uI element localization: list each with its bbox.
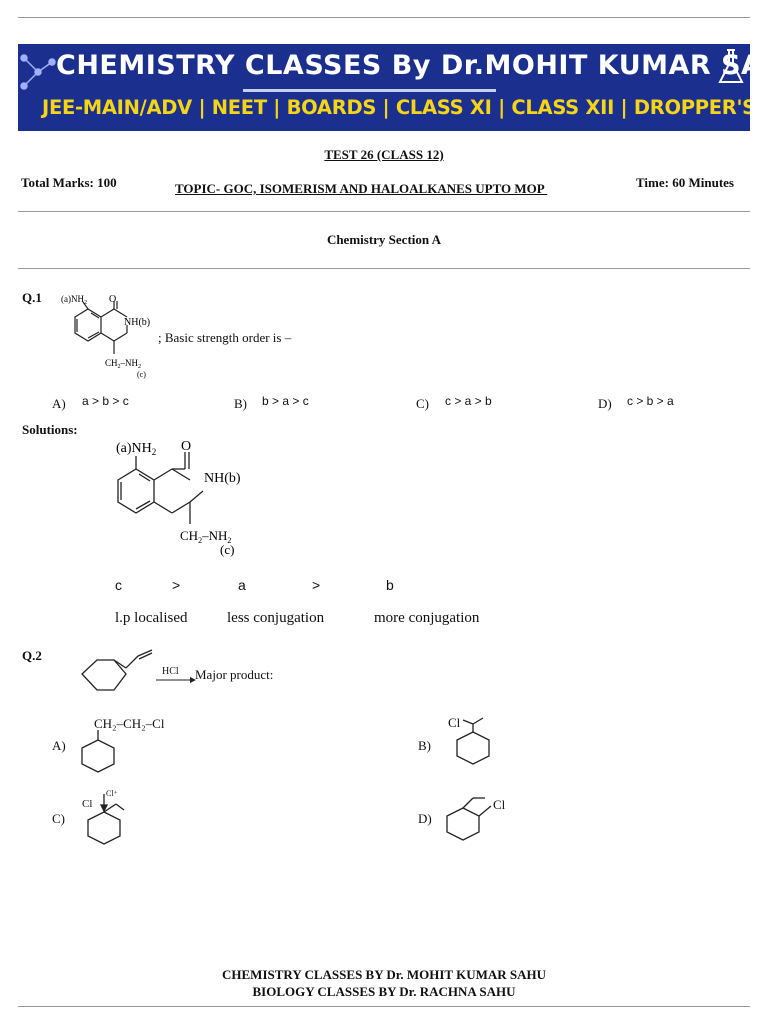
- q1-label-nh2-a: (a)NH2: [61, 294, 87, 306]
- order-a: a: [238, 577, 246, 593]
- q2-option-d-label: Cl: [493, 797, 506, 812]
- header-banner: CHEMISTRY CLASSES By Dr.MOHIT KUMAR SAHU…: [18, 44, 750, 131]
- banner-subtitle: JEE-MAIN/ADV | NEET | BOARDS | CLASS XI …: [42, 96, 750, 119]
- banner-underline: [243, 89, 496, 92]
- q2-option-b-structure[interactable]: [455, 716, 505, 776]
- q2-option-c-extra: Cl⁺: [106, 789, 118, 798]
- reason-more-conjugation: more conjugation: [374, 610, 480, 626]
- solutions-label: Solutions:: [22, 422, 78, 437]
- sol-label-nh-b: NH(b): [204, 471, 241, 486]
- sol-label-o: O: [181, 439, 191, 454]
- q1-label-ch2nh2: CH2–NH2: [105, 358, 141, 370]
- q1-option-d-letter[interactable]: D): [598, 396, 612, 411]
- q1-label-nh-b: NH(b): [124, 317, 150, 328]
- flask-icon-right: [718, 49, 744, 83]
- q1-option-b-letter[interactable]: B): [234, 396, 247, 411]
- q1-question-text: ; Basic strength order is –: [158, 330, 292, 345]
- q2-option-d-structure[interactable]: [445, 794, 505, 844]
- test-title: TEST 26 (CLASS 12): [324, 147, 444, 162]
- q2-option-b-label: Cl: [448, 715, 461, 730]
- q2-reagent-label: HCl: [162, 666, 179, 677]
- q2-option-c-structure[interactable]: [86, 790, 136, 850]
- q2-option-a-label: CH₂–CH₂–Cl: [94, 716, 165, 731]
- total-marks: Total Marks: 100: [21, 175, 117, 190]
- reason-less-conjugation: less conjugation: [227, 610, 325, 626]
- order-b: b: [386, 577, 394, 593]
- time-limit: Time: 60 Minutes: [636, 175, 734, 190]
- sol-label-nh2-a: (a)NH2: [116, 441, 156, 457]
- bottom-divider: [18, 1006, 750, 1007]
- footer-line-2: BIOLOGY CLASSES BY Dr. RACHNA SAHU: [252, 984, 516, 999]
- molecule-icon-left: [20, 54, 56, 90]
- q1-label-o: O: [109, 294, 116, 305]
- q2-option-c-label: Cl: [82, 798, 93, 810]
- topic-line: TOPIC- GOC, ISOMERISM AND HALOALKANES UP…: [175, 181, 548, 196]
- q2-number: Q.2: [22, 648, 42, 663]
- reason-lp-localised: l.p localised: [115, 610, 188, 626]
- q1-option-a-letter[interactable]: A): [52, 396, 66, 411]
- sol-label-c: (c): [220, 542, 234, 557]
- order-gt-2: >: [312, 577, 321, 593]
- section-divider: [18, 268, 750, 269]
- q2-option-d-letter[interactable]: D): [418, 811, 432, 826]
- top-divider: [18, 17, 750, 18]
- section-title: Chemistry Section A: [326, 232, 442, 247]
- q1-option-a-text[interactable]: a > b > c: [82, 394, 129, 408]
- reaction-arrow: [156, 677, 196, 683]
- banner-title: CHEMISTRY CLASSES By Dr.MOHIT KUMAR SAHU: [56, 50, 750, 81]
- sol-label-ch2nh2: CH2–NH2: [180, 528, 231, 545]
- order-gt-1: >: [172, 577, 181, 593]
- header-divider: [18, 211, 750, 212]
- q1-option-c-letter[interactable]: C): [416, 396, 429, 411]
- q1-option-d-text[interactable]: c > b > a: [627, 394, 674, 408]
- q2-option-a-structure[interactable]: [80, 728, 130, 778]
- q2-question-text: Major product:: [195, 667, 274, 682]
- q2-reactant-structure: [81, 649, 153, 691]
- solution-structure: (a)NH2 O NH(b) CH2–NH2 (c): [116, 439, 241, 557]
- q2-option-b-letter[interactable]: B): [418, 738, 431, 753]
- q1-option-b-text[interactable]: b > a > c: [262, 394, 309, 408]
- q2-option-c-letter[interactable]: C): [52, 811, 65, 826]
- footer-line-1: CHEMISTRY CLASSES BY Dr. MOHIT KUMAR SAH…: [222, 967, 546, 982]
- q1-structure: (a)NH2 O NH(b) CH2–NH2 (c): [61, 294, 150, 379]
- order-c: c: [115, 577, 122, 593]
- q1-label-c: (c): [137, 370, 146, 379]
- q1-number: Q.1: [22, 290, 42, 305]
- q1-option-c-text[interactable]: c > a > b: [445, 394, 492, 408]
- q2-option-a-letter[interactable]: A): [52, 738, 66, 753]
